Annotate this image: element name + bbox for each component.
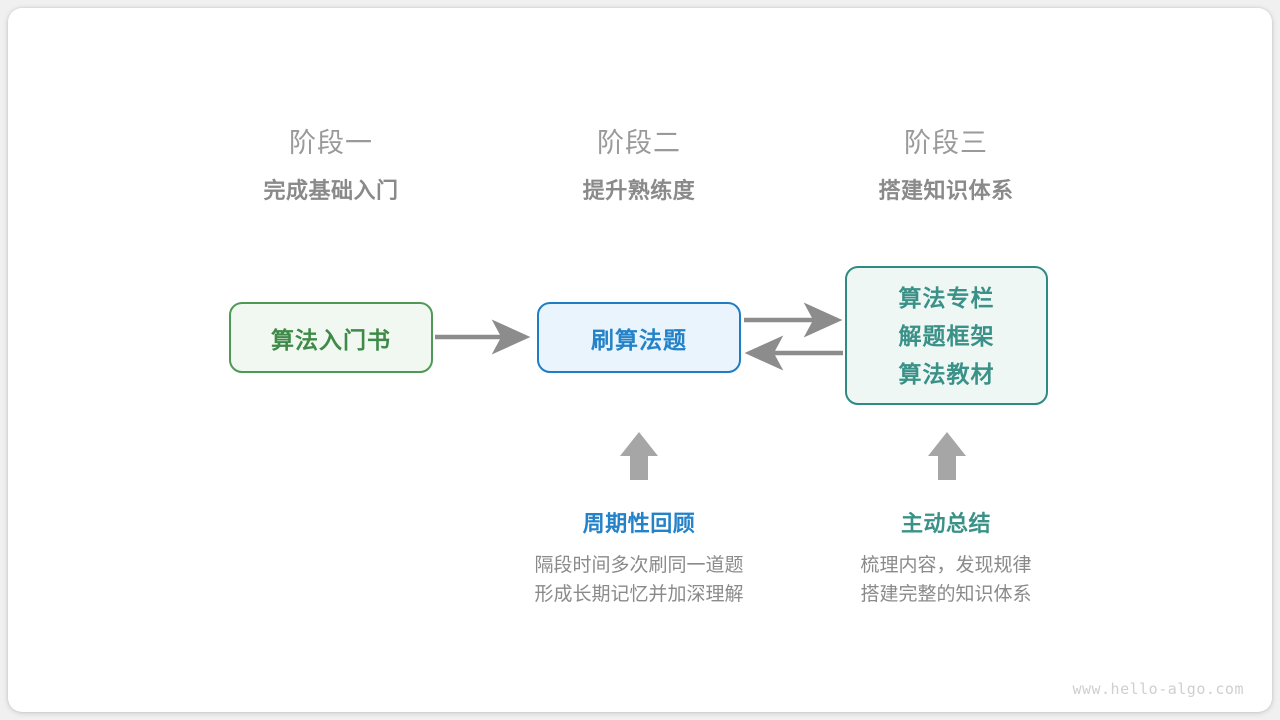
note-active-summary-title: 主动总结 xyxy=(900,511,991,536)
node-knowledge-resources[interactable]: 算法专栏 解题框架 算法教材 xyxy=(845,266,1048,405)
note-periodic-review-title: 周期性回顾 xyxy=(582,511,696,536)
stage-3-goal: 搭建知识体系 xyxy=(878,178,1014,203)
note-active-summary-desc: 梳理内容，发现规律 搭建完整的知识体系 xyxy=(796,551,1096,609)
note-active-summary-desc-line-2: 搭建完整的知识体系 xyxy=(860,584,1032,605)
site-watermark: www.hello-algo.com xyxy=(1072,680,1244,698)
note-active-summary-desc-line-1: 梳理内容，发现规律 xyxy=(860,555,1032,576)
stage-2-phase: 阶段二 xyxy=(597,128,681,158)
stage-1-phase: 阶段一 xyxy=(289,128,373,158)
stage-2-goal: 提升熟练度 xyxy=(582,178,696,203)
node-knowledge-resources-line-3: 算法教材 xyxy=(898,360,995,387)
node-knowledge-resources-line-1: 算法专栏 xyxy=(898,284,995,311)
stage-column-1: 阶段一 完成基础入门 xyxy=(201,126,461,206)
node-practice-problems[interactable]: 刷算法题 xyxy=(537,302,741,373)
note-periodic-review-desc-line-1: 隔段时间多次刷同一道题 xyxy=(534,555,744,576)
node-practice-problems-line-1: 刷算法题 xyxy=(591,326,687,353)
stage-column-2: 阶段二 提升熟练度 xyxy=(509,126,769,206)
stage-1-goal: 完成基础入门 xyxy=(263,178,399,203)
note-periodic-review-desc-line-2: 形成长期记忆并加深理解 xyxy=(534,584,744,605)
node-intro-book[interactable]: 算法入门书 xyxy=(229,302,433,373)
node-knowledge-resources-line-2: 解题框架 xyxy=(898,322,995,349)
note-periodic-review: 周期性回顾 隔段时间多次刷同一道题 形成长期记忆并加深理解 xyxy=(489,509,789,609)
node-intro-book-line-1: 算法入门书 xyxy=(271,326,391,353)
note-periodic-review-desc: 隔段时间多次刷同一道题 形成长期记忆并加深理解 xyxy=(489,551,789,609)
note-active-summary: 主动总结 梳理内容，发现规律 搭建完整的知识体系 xyxy=(796,509,1096,609)
stage-3-phase: 阶段三 xyxy=(904,128,988,158)
stage-column-3: 阶段三 搭建知识体系 xyxy=(816,126,1076,206)
